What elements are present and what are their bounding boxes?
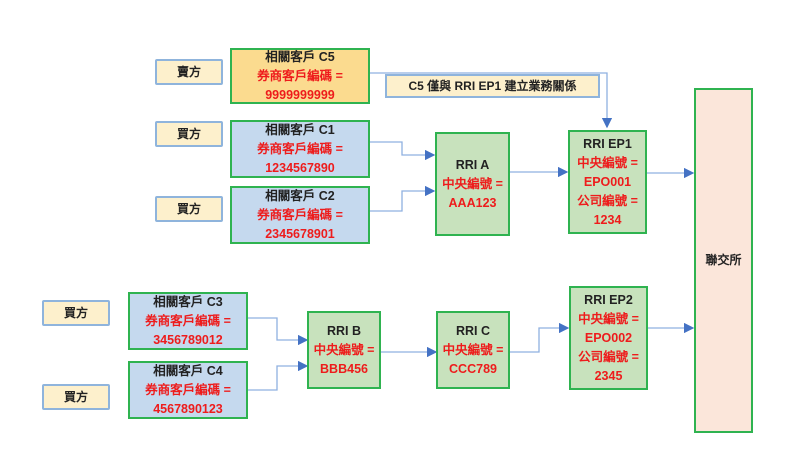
connector-c5-ep1 xyxy=(370,72,613,129)
client-code: 3456789012 xyxy=(153,332,223,347)
client-code-label: 券商客戶編碼 = xyxy=(145,382,231,397)
client-title: 相關客戶 C3 xyxy=(153,294,223,309)
rri-title: RRI B xyxy=(326,323,362,338)
client-c5: 相關客戶 C5 券商客戶編碼 = 9999999999 xyxy=(230,48,370,104)
client-code: 9999999999 xyxy=(265,87,335,102)
client-c3: 相關客戶 C3 券商客戶編碼 = 3456789012 xyxy=(128,292,248,350)
client-c1: 相關客戶 C1 券商客戶編碼 = 1234567890 xyxy=(230,120,370,178)
central-id-label: 中央編號 = xyxy=(578,311,639,326)
client-code-label: 券商客戶編碼 = xyxy=(257,141,343,156)
rri-a: RRI A 中央編號 = AAA123 xyxy=(435,132,510,236)
role-buyer-c4: 買方 xyxy=(42,384,110,410)
firm-id: 2345 xyxy=(594,368,623,383)
rri-title: RRI C xyxy=(455,323,491,338)
role-buyer-c1: 買方 xyxy=(155,121,223,147)
client-title: 相關客戶 C2 xyxy=(265,188,335,203)
client-title: 相關客戶 C4 xyxy=(153,363,223,378)
central-id: BBB456 xyxy=(320,361,368,376)
central-id-label: 中央編號 = xyxy=(442,342,504,357)
connector-c2-a xyxy=(370,185,436,212)
note-text: C5 僅與 RRI EP1 建立業務關係 xyxy=(408,78,577,93)
rri-title: RRI A xyxy=(455,157,490,172)
role-seller-c5: 賣方 xyxy=(155,59,223,85)
rri-title: RRI EP2 xyxy=(584,292,633,307)
role-label: 買方 xyxy=(63,389,88,404)
rri-ep2: RRI EP2 中央編號 = EPO002 公司編號 = 2345 xyxy=(569,286,648,390)
exchange-hkex: 聯交所 xyxy=(694,88,753,433)
role-buyer-c3: 買方 xyxy=(42,300,110,326)
relationship-note: C5 僅與 RRI EP1 建立業務關係 xyxy=(385,74,600,98)
connector-c4-b xyxy=(248,360,309,391)
rri-c: RRI C 中央編號 = CCC789 xyxy=(436,311,510,389)
central-id: EPO001 xyxy=(583,174,632,189)
client-c4: 相關客戶 C4 券商客戶編碼 = 4567890123 xyxy=(128,361,248,419)
role-label: 買方 xyxy=(176,201,201,216)
central-id: CCC789 xyxy=(449,361,497,376)
central-id: EPO002 xyxy=(584,330,633,345)
client-code-label: 券商客戶編碼 = xyxy=(257,207,343,222)
role-label: 買方 xyxy=(176,126,201,141)
central-id-label: 中央編號 = xyxy=(313,342,375,357)
exchange-label: 聯交所 xyxy=(705,253,742,267)
firm-id-label: 公司編號 = xyxy=(578,349,639,364)
role-buyer-c2: 買方 xyxy=(155,196,223,222)
client-title: 相關客戶 C5 xyxy=(265,49,335,64)
client-code: 2345678901 xyxy=(265,226,335,241)
connector-c3-b xyxy=(248,317,309,346)
role-label: 買方 xyxy=(63,305,88,320)
connector-c1-a xyxy=(370,141,436,161)
client-title: 相關客戶 C1 xyxy=(265,122,335,137)
central-id-label: 中央編號 = xyxy=(577,155,638,170)
client-code: 4567890123 xyxy=(153,401,223,416)
rri-ep1: RRI EP1 中央編號 = EPO001 公司編號 = 1234 xyxy=(568,130,647,234)
client-code-label: 券商客戶編碼 = xyxy=(145,313,231,328)
central-id: AAA123 xyxy=(448,195,497,210)
client-c2: 相關客戶 C2 券商客戶編碼 = 2345678901 xyxy=(230,186,370,244)
role-label: 賣方 xyxy=(176,64,201,79)
rri-title: RRI EP1 xyxy=(583,136,632,151)
central-id-label: 中央編號 = xyxy=(442,176,503,191)
connector-c-ep2 xyxy=(510,322,570,353)
firm-id: 1234 xyxy=(593,212,622,227)
rri-b: RRI B 中央編號 = BBB456 xyxy=(307,311,381,389)
client-code-label: 券商客戶編碼 = xyxy=(257,68,343,83)
firm-id-label: 公司編號 = xyxy=(577,193,638,208)
client-code: 1234567890 xyxy=(265,160,335,175)
